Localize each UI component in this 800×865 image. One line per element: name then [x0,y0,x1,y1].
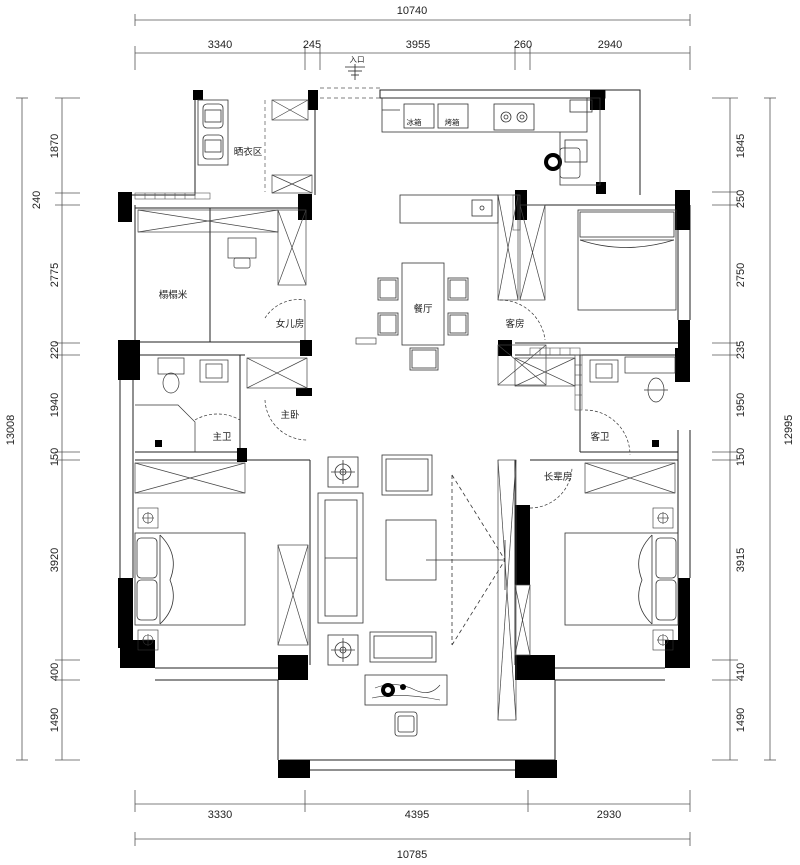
dim-left-seg-3: 2775 [49,263,61,287]
daughter-room [227,237,306,340]
dimension-lines [16,14,776,846]
master-bedroom-door [264,399,308,441]
dim-left-seg-4: 220 [49,341,61,359]
dim-right-seg-4: 235 [735,341,747,359]
dim-right-seg-2: 250 [735,190,747,208]
label-elder-room: 长辈房 [544,471,573,483]
dimension-labels: 10740 3340 245 3955 260 2940 3330 4395 2… [5,5,795,861]
dim-top-seg-1: 3340 [208,39,232,51]
entrance-door [264,87,380,192]
elder-room-door [529,467,573,509]
dim-left-seg-5: 1940 [49,393,61,417]
guest-room-door [499,299,546,341]
dim-right-seg-3: 2750 [735,263,747,287]
dim-top-total: 10740 [397,5,428,17]
label-tatami: 榻榻米 [159,289,188,301]
dim-right-total: 12995 [783,415,795,446]
dim-top-seg-5: 2940 [598,39,622,51]
dim-top-seg-3: 3955 [406,39,430,51]
dim-right-seg-6: 150 [735,448,747,466]
dim-right-seg-9: 1490 [735,708,747,732]
dim-bottom-seg-3: 2930 [597,809,621,821]
elder-bed [564,532,679,626]
dim-left-total: 13008 [5,415,17,446]
elder-lamp-icons [652,507,674,651]
guest-bath-drain [652,440,659,447]
dim-right-seg-7: 3915 [735,548,747,572]
label-entrance: 入口 [350,55,365,64]
kitchen [197,97,601,224]
dim-bottom-seg-2: 4395 [405,809,429,821]
dim-left-seg-8: 400 [49,663,61,681]
label-guest-bath: 客卫 [590,431,610,443]
label-fridge: 冰箱 [407,117,422,127]
balcony-desk [364,674,448,737]
dim-right-seg-1: 1845 [735,134,747,158]
master-bath-drain [155,440,162,447]
dim-top-seg-4: 260 [514,39,532,51]
living-room [317,454,506,666]
dining-table [377,262,469,371]
guest-bed [577,209,677,311]
cabinets [134,99,676,721]
dim-bottom-seg-1: 3330 [208,809,232,821]
guest-bath [584,356,676,456]
label-dining: 餐厅 [413,303,433,315]
dim-right-seg-8: 410 [735,663,747,681]
dim-left-seg-6: 150 [49,448,61,466]
dim-left-seg-2: 240 [31,191,43,209]
entrance-arrow-icon [345,64,365,80]
dim-left-seg-7: 3920 [49,548,61,572]
master-bed [134,532,246,626]
dim-left-seg-1: 1870 [49,134,61,158]
dim-left-seg-9: 1490 [49,708,61,732]
balcony-fish-icon [381,683,406,697]
label-daughter-room: 女儿房 [276,318,305,330]
label-oven: 烤箱 [445,117,460,127]
room-labels: 入口 晒衣区 冰箱 烤箱 榻榻米 女儿房 餐厅 客房 主卫 主卧 客卫 长辈房 [159,55,610,483]
label-laundry: 晒衣区 [234,146,263,158]
label-master-bath: 主卫 [212,431,232,443]
master-lamp-icons [137,507,159,651]
label-master-bedroom: 主卧 [280,409,300,421]
wall-blocks [118,90,690,778]
dim-bottom-total: 10785 [397,849,428,861]
label-guest-room: 客房 [505,318,524,330]
dim-right-seg-5: 1950 [735,393,747,417]
master-bath [135,357,241,452]
dim-top-seg-2: 245 [303,39,321,51]
kitchen-person-icon [544,147,581,179]
